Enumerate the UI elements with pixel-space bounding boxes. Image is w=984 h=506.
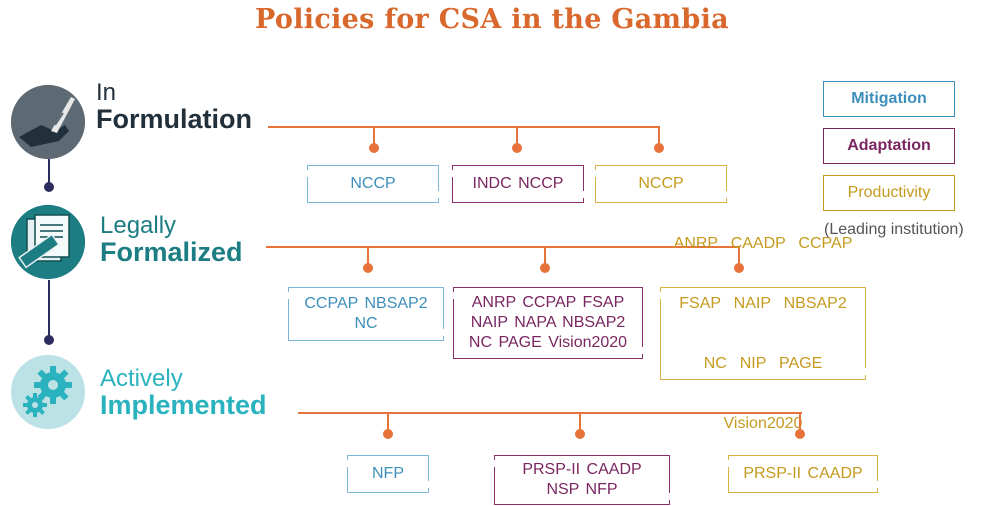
connector-tick: [658, 126, 660, 146]
connector-tick: [738, 246, 740, 266]
formalized-productivity-box: ANRP CAADP CCPAP FSAP NAIP NBSAP2 NC NIP…: [659, 235, 867, 432]
connector-line-implemented: [298, 412, 802, 414]
policy-list-line: NFP: [372, 465, 404, 482]
timeline-dot-1: [44, 182, 54, 192]
stage-label-formulation: In Formulation: [96, 80, 252, 134]
connector-dot: [654, 143, 664, 153]
policy-list-line: ANRP CCPAP FSAP: [471, 294, 625, 311]
stage-label-implemented: Actively Implemented: [100, 366, 267, 420]
connector-tick: [373, 126, 375, 146]
policy-list-line: PRSP-II CAADP: [743, 465, 863, 482]
connector-dot: [383, 429, 393, 439]
stage-label-line1: In: [96, 79, 117, 106]
legend-adaptation: Adaptation: [823, 128, 955, 164]
connector-dot: [512, 143, 522, 153]
stage-label-line2: Implemented: [100, 390, 267, 421]
implemented-mitigation-box: NFP: [346, 455, 430, 493]
policy-list-line: Vision2020: [723, 414, 803, 432]
policy-list-line: NC: [354, 315, 378, 332]
policy-list-line: NAIP NAPA NBSAP2: [470, 314, 626, 331]
legend-label: Mitigation: [851, 90, 927, 107]
connector-tick: [544, 246, 546, 266]
stage-label-line2: Formalized: [100, 237, 243, 268]
policy-list-line: NSP NFP: [546, 481, 618, 498]
connector-tick: [367, 246, 369, 266]
connector-tick: [516, 126, 518, 146]
legend-mitigation: Mitigation: [823, 81, 955, 117]
hand-writing-icon: [11, 85, 85, 159]
policy-list-line: PRSP-II CAADP: [522, 461, 642, 478]
connector-tick: [579, 412, 581, 432]
stage-label-line2: Formulation: [96, 104, 252, 135]
formulation-adaptation-box: INDC NCCP: [451, 165, 585, 203]
stage-label-line1: Legally: [100, 212, 177, 239]
connector-line-formalized: [266, 246, 740, 248]
connector-dot: [795, 429, 805, 439]
legend-productivity: Productivity: [823, 175, 955, 211]
stage-label-formalized: Legally Formalized: [100, 213, 243, 267]
connector-line-formulation: [268, 126, 660, 128]
policy-list-line: NC NIP PAGE: [703, 354, 823, 372]
policy-list-line: NCCP: [638, 175, 684, 192]
policy-list-line: NCCP: [350, 175, 396, 192]
connector-tick: [799, 412, 801, 432]
legend-note: (Leading institution): [824, 221, 964, 238]
gears-icon: [11, 355, 85, 429]
connector-tick: [387, 412, 389, 432]
policy-list-line: FSAP NAIP NBSAP2: [679, 294, 847, 312]
connector-dot: [575, 429, 585, 439]
formulation-productivity-box: NCCP: [594, 165, 728, 203]
connector-dot: [363, 263, 373, 273]
stage-label-line1: Actively: [100, 365, 183, 392]
timeline-line-1: [48, 158, 50, 190]
connector-dot: [540, 263, 550, 273]
connector-dot: [734, 263, 744, 273]
formalized-mitigation-box: CCPAP NBSAP2 NC: [287, 287, 445, 341]
policy-list-line: ANRP CAADP CCPAP: [673, 234, 853, 252]
diagram-title: Policies for CSA in the Gambia: [255, 4, 729, 35]
stamped-document-icon: [11, 205, 85, 279]
legend-label: Adaptation: [847, 137, 931, 154]
timeline-line-2: [48, 280, 50, 340]
implemented-productivity-box: PRSP-II CAADP: [727, 455, 879, 493]
formalized-adaptation-box: ANRP CCPAP FSAP NAIP NAPA NBSAP2 NC PAGE…: [452, 287, 644, 359]
policy-list-line: CCPAP NBSAP2: [304, 295, 428, 312]
policy-list-line: NC PAGE Vision2020: [468, 334, 628, 351]
legend-label: Productivity: [847, 184, 931, 201]
connector-dot: [369, 143, 379, 153]
policy-list-line: INDC NCCP: [472, 175, 564, 192]
formulation-mitigation-box: NCCP: [306, 165, 440, 203]
timeline-dot-2: [44, 335, 54, 345]
implemented-adaptation-box: PRSP-II CAADP NSP NFP: [493, 455, 671, 505]
